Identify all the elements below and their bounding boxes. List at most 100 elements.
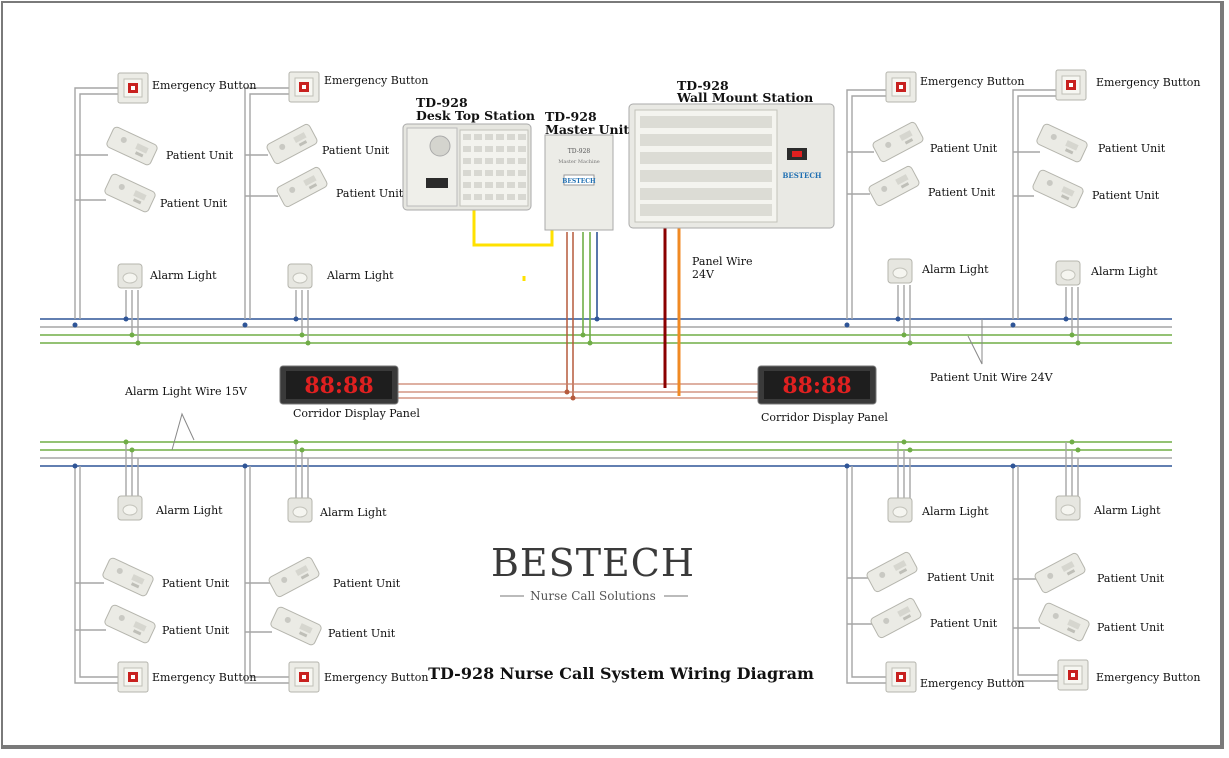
alarm-light-icon xyxy=(1055,495,1081,521)
patient-unit-icon xyxy=(103,603,157,645)
desk-station-name: Desk Top Station xyxy=(416,108,535,123)
alarm-light-label: Alarm Light xyxy=(921,505,989,518)
desk-station-wire xyxy=(472,210,554,247)
logo-brand: BESTECH xyxy=(491,541,695,585)
alarm-light-icon xyxy=(287,263,313,289)
patient-unit-label: Patient Unit xyxy=(322,144,390,157)
lower-bus xyxy=(40,441,1172,467)
alarm-light-label: Alarm Light xyxy=(319,506,387,519)
lower-labels: Alarm Light Patient Unit Patient Unit Em… xyxy=(152,504,1200,690)
alarm-light-icon xyxy=(887,497,913,523)
patient-unit-icon xyxy=(267,555,321,599)
alarm-light-label: Alarm Light xyxy=(1090,265,1158,278)
central-wiring xyxy=(396,210,758,401)
logo-tagline: Nurse Call Solutions xyxy=(530,589,656,603)
emergency-button-label: Emergency Button xyxy=(920,677,1024,690)
patient-unit-label: Patient Unit xyxy=(1097,572,1165,585)
patient-unit-icon xyxy=(1037,601,1091,643)
emergency-button-icon xyxy=(288,661,320,693)
patient-unit-icon xyxy=(105,125,159,167)
wall-mount-station: BESTECH xyxy=(628,103,835,229)
patient-unit-icon xyxy=(865,550,919,594)
alarm-light-icon xyxy=(1055,260,1081,286)
patient-unit-icon xyxy=(275,165,329,209)
emergency-button-label: Emergency Button xyxy=(324,74,428,87)
patient-unit-label: Patient Unit xyxy=(162,577,230,590)
wall-device-brand: BESTECH xyxy=(782,171,821,180)
emergency-button-icon xyxy=(117,72,149,104)
lower-room-wiring xyxy=(74,442,1079,684)
alarm-light-icon xyxy=(887,258,913,284)
master-unit: TD-928 Master Machine BESTECH xyxy=(544,134,614,231)
alarm-light-label: Alarm Light xyxy=(1093,504,1161,517)
wall-station-model: TD-928 xyxy=(677,78,729,93)
master-device-brand: BESTECH xyxy=(562,178,596,185)
diagram-title: TD-928 Nurse Call System Wiring Diagram xyxy=(428,664,814,683)
patient-unit-label: Patient Unit xyxy=(166,149,234,162)
master-device-sub: Master Machine xyxy=(558,159,600,165)
station-titles: TD-928 Desk Top Station TD-928 Master Un… xyxy=(416,78,813,137)
patient-unit-icon xyxy=(1035,122,1089,164)
emergency-button-label: Emergency Button xyxy=(1096,671,1200,684)
patient-wire-leader xyxy=(967,319,983,365)
emergency-button-icon xyxy=(288,71,320,103)
panel-wire-label: Panel Wire xyxy=(692,255,752,268)
patient-unit-label: Patient Unit xyxy=(162,624,230,637)
patient-unit-icon xyxy=(269,605,323,647)
patient-unit-label: Patient Unit xyxy=(927,571,995,584)
patient-unit-icon xyxy=(1031,168,1085,210)
emergency-button-label: Emergency Button xyxy=(152,79,256,92)
corridor-display-right-digits: 88:88 xyxy=(782,373,851,399)
patient-unit-label: Patient Unit xyxy=(1092,189,1160,202)
patient-unit-icon xyxy=(1033,551,1087,595)
emergency-button-icon xyxy=(117,661,149,693)
master-unit-name: Master Unit xyxy=(545,122,629,137)
alarm-light-icon xyxy=(117,495,143,521)
patient-unit-label: Patient Unit xyxy=(930,142,998,155)
corridor-display-left-digits: 88:88 xyxy=(304,373,373,399)
patient-unit-icon xyxy=(869,596,923,640)
emergency-button-label: Emergency Button xyxy=(324,671,428,684)
patient-unit-label: Patient Unit xyxy=(333,577,401,590)
emergency-button-icon xyxy=(1057,659,1089,691)
emergency-button-label: Emergency Button xyxy=(152,671,256,684)
patient-unit-wire-label: Patient Unit Wire 24V xyxy=(930,371,1054,384)
patient-unit-label: Patient Unit xyxy=(1098,142,1166,155)
master-device-model: TD-928 xyxy=(568,148,591,155)
patient-unit-label: Patient Unit xyxy=(328,627,396,640)
wire-labels: Panel Wire 24V Alarm Light Wire 15V Pati… xyxy=(124,255,1054,424)
alarm-wire-leader xyxy=(171,412,195,451)
master-unit-model: TD-928 xyxy=(545,109,597,124)
panel-wire-voltage: 24V xyxy=(692,268,715,281)
patient-unit-icon xyxy=(871,120,925,164)
patient-unit-label: Patient Unit xyxy=(160,197,228,210)
corridor-display-right: 88:88 xyxy=(757,365,877,405)
alarm-light-label: Alarm Light xyxy=(326,269,394,282)
patient-unit-icon xyxy=(101,556,155,598)
patient-unit-label: Patient Unit xyxy=(928,186,996,199)
emergency-button-icon xyxy=(885,71,917,103)
patient-unit-label: Patient Unit xyxy=(1097,621,1165,634)
corridor-display-left: 88:88 xyxy=(279,365,399,405)
desk-top-station xyxy=(402,123,532,211)
alarm-light-icon xyxy=(117,263,143,289)
emergency-button-icon xyxy=(1055,69,1087,101)
emergency-button-label: Emergency Button xyxy=(1096,76,1200,89)
wall-station-name: Wall Mount Station xyxy=(676,90,813,105)
bestech-logo: BESTECH Nurse Call Solutions xyxy=(491,541,695,603)
desk-station-model: TD-928 xyxy=(416,95,468,110)
emergency-button-icon xyxy=(885,661,917,693)
upper-room-wiring xyxy=(74,87,1079,343)
patient-unit-icon xyxy=(867,164,921,208)
upper-labels: Emergency Button Patient Unit Patient Un… xyxy=(149,74,1200,282)
patient-unit-label: Patient Unit xyxy=(336,187,404,200)
alarm-light-label: Alarm Light xyxy=(155,504,223,517)
alarm-light-icon xyxy=(287,497,313,523)
alarm-light-label: Alarm Light xyxy=(149,269,217,282)
emergency-button-label: Emergency Button xyxy=(920,75,1024,88)
patient-unit-label: Patient Unit xyxy=(930,617,998,630)
corridor-display-left-label: Corridor Display Panel xyxy=(293,407,420,420)
alarm-light-label: Alarm Light xyxy=(921,263,989,276)
